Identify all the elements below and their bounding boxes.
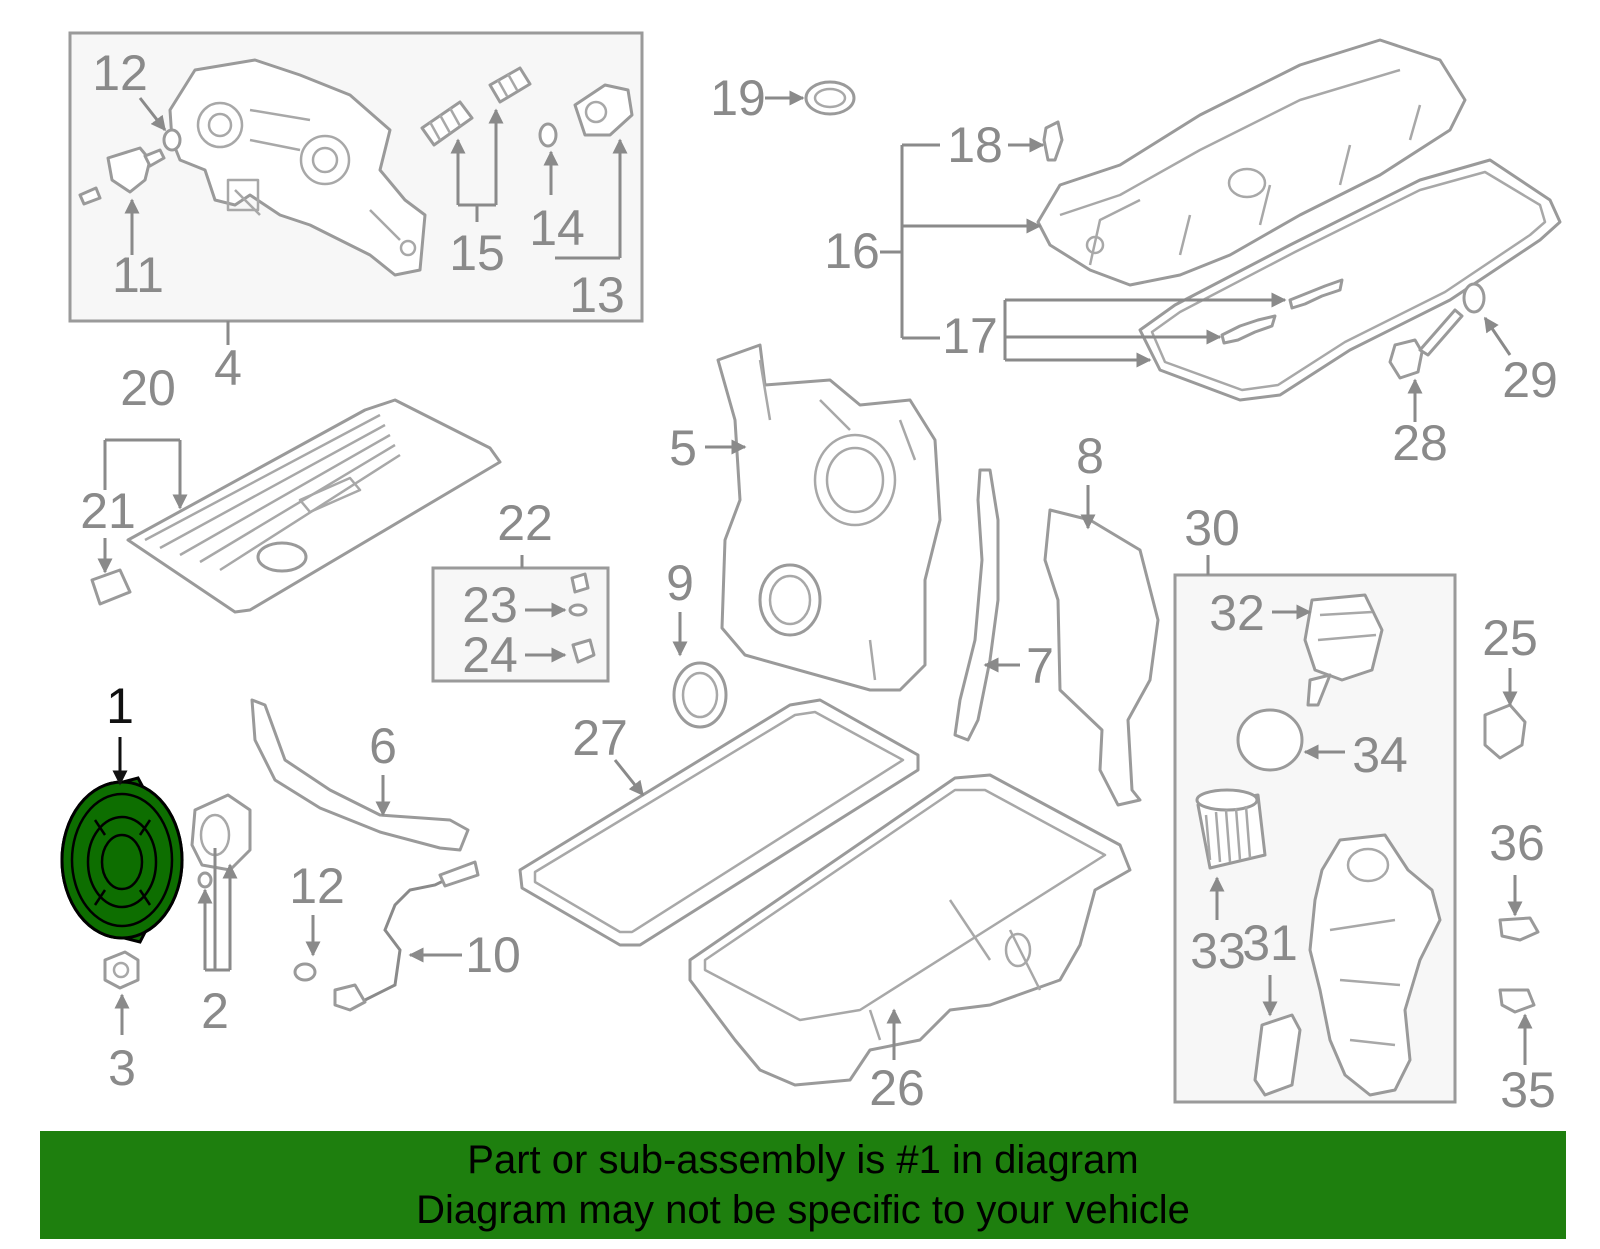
leader-12-top — [138, 97, 167, 132]
leader-lines — [97, 90, 1533, 1065]
cap-28-drawing — [1388, 308, 1464, 380]
callout-8[interactable]: 8 — [1076, 428, 1104, 484]
valve-cover-gasket-drawing — [1138, 158, 1562, 402]
valve-cover-drawing — [1036, 38, 1467, 287]
callout-9[interactable]: 9 — [666, 555, 694, 611]
callout-24[interactable]: 24 — [462, 627, 518, 683]
callout-35[interactable]: 35 — [1500, 1062, 1556, 1118]
seal-9-drawing — [672, 661, 728, 729]
seal-29-drawing — [1462, 282, 1486, 314]
filter-33-drawing — [1195, 788, 1267, 870]
engine-cover-drawing — [126, 398, 502, 614]
seal-34-drawing — [1236, 708, 1304, 772]
gasket-8-drawing — [1043, 508, 1160, 807]
callout-31[interactable]: 31 — [1242, 915, 1298, 971]
sensor-25-drawing — [1483, 703, 1527, 760]
callout-29[interactable]: 29 — [1502, 352, 1558, 408]
parts-diagram: 1 2 3 4 5 6 7 8 9 10 11 12 12 13 14 15 1… — [60, 31, 1562, 1118]
seal-12-top — [162, 128, 182, 152]
callout-3[interactable]: 3 — [108, 1040, 136, 1096]
callout-20[interactable]: 20 — [120, 360, 176, 416]
callout-7[interactable]: 7 — [1026, 638, 1054, 694]
callout-18[interactable]: 18 — [947, 117, 1003, 173]
info-banner: Part or sub-assembly is #1 in diagram Di… — [40, 1131, 1566, 1239]
callout-36[interactable]: 36 — [1489, 815, 1545, 871]
callout-15[interactable]: 15 — [449, 225, 505, 281]
callout-30[interactable]: 30 — [1184, 500, 1240, 556]
gasket-6-drawing — [250, 698, 470, 852]
solenoid-15-drawing — [420, 66, 532, 147]
callout-17[interactable]: 17 — [942, 308, 998, 364]
plug-23-drawing — [570, 572, 590, 594]
callout-25[interactable]: 25 — [1482, 610, 1538, 666]
callout-33[interactable]: 33 — [1190, 923, 1246, 979]
callout-12-lower[interactable]: 12 — [289, 858, 345, 914]
vibration-damper-highlight[interactable] — [60, 776, 184, 944]
leader-29 — [1483, 316, 1512, 356]
callout-26[interactable]: 26 — [869, 1060, 925, 1116]
callout-13[interactable]: 13 — [569, 267, 625, 323]
plug-24-drawing — [571, 638, 596, 664]
callout-6[interactable]: 6 — [369, 718, 397, 774]
callout-28[interactable]: 28 — [1392, 415, 1448, 471]
callout-27[interactable]: 27 — [572, 710, 628, 766]
seal-12-lower — [293, 962, 317, 982]
callout-21[interactable]: 21 — [80, 483, 136, 539]
callout-labels: 1 2 3 4 5 6 7 8 9 10 11 12 12 13 14 15 1… — [80, 45, 1558, 1118]
bolt-18-drawing — [1042, 120, 1064, 162]
callout-5[interactable]: 5 — [669, 420, 697, 476]
vanos-unit-drawing — [168, 58, 427, 277]
grommet-21-drawing — [90, 568, 132, 606]
banner-line-2: Diagram may not be specific to your vehi… — [416, 1188, 1190, 1232]
callout-10[interactable]: 10 — [465, 927, 521, 983]
callout-14[interactable]: 14 — [529, 200, 585, 256]
valve-13-drawing — [538, 83, 634, 148]
callout-16[interactable]: 16 — [824, 223, 880, 279]
callout-22[interactable]: 22 — [497, 495, 553, 551]
filter-housing-drawing — [1308, 833, 1442, 1097]
oil-pan-gasket-drawing — [518, 698, 920, 947]
timing-cover-drawing — [716, 343, 942, 692]
gasket-31-drawing — [1253, 1013, 1302, 1097]
switch-36-drawing — [1498, 916, 1540, 942]
callout-34[interactable]: 34 — [1352, 727, 1408, 783]
seal-2-small — [197, 871, 213, 889]
seal-19-drawing — [804, 80, 856, 116]
leader-27 — [613, 759, 645, 797]
nut-3-drawing — [103, 950, 140, 990]
banner-line-1: Part or sub-assembly is #1 in diagram — [467, 1138, 1139, 1182]
callout-12-top[interactable]: 12 — [92, 45, 148, 101]
seal-23-drawing — [568, 603, 588, 617]
sensor-35-drawing — [1498, 988, 1536, 1014]
callout-2[interactable]: 2 — [201, 983, 229, 1039]
seal-19-inner — [813, 87, 847, 109]
callout-1[interactable]: 1 — [106, 678, 134, 734]
sensor-10-drawing — [333, 860, 480, 1012]
callout-4[interactable]: 4 — [214, 340, 242, 396]
gasket-17-small-drawing — [1220, 278, 1344, 345]
callout-23[interactable]: 23 — [462, 577, 518, 633]
callout-19[interactable]: 19 — [710, 70, 766, 126]
filter-cap-32-drawing — [1303, 593, 1384, 707]
gasket-7-drawing — [953, 468, 1000, 742]
callout-32[interactable]: 32 — [1209, 585, 1265, 641]
hub-2-drawing — [190, 793, 252, 872]
callout-11[interactable]: 11 — [112, 247, 164, 303]
sensor-11-drawing — [78, 146, 166, 206]
oil-pan-drawing — [688, 773, 1132, 1087]
